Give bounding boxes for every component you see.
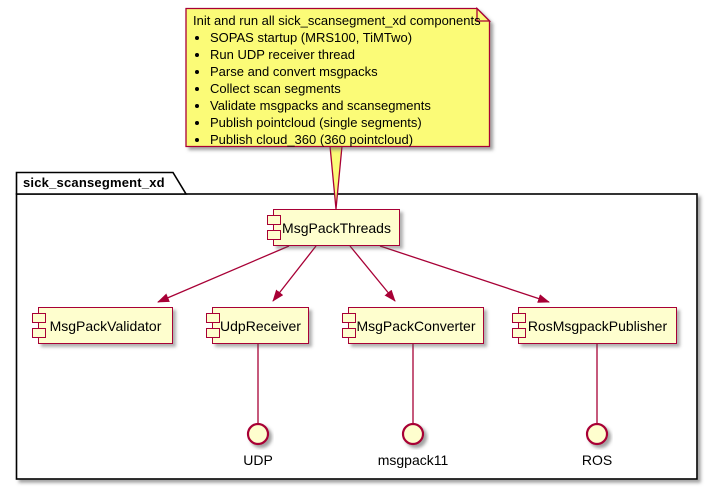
note: Init and run all sick_scansegment_xd com… [186, 8, 490, 148]
arrow-threads-to-publisher [379, 245, 550, 303]
note-bullet: Publish cloud_360 (360 pointcloud) [210, 131, 484, 148]
arrow-threads-to-validator [157, 245, 290, 303]
msgpack11-interface-label: msgpack11 [377, 452, 449, 468]
component-port-icon [342, 313, 356, 323]
note-bullet: Validate msgpacks and scansegments [210, 97, 484, 114]
udp-interface-label: UDP [243, 452, 273, 468]
ros-interface-circle [585, 422, 609, 446]
note-bullet: SOPAS startup (MRS100, TiMTwo) [210, 29, 484, 46]
component-port-icon [206, 313, 220, 323]
note-bullet: Parse and convert msgpacks [210, 63, 484, 80]
component-ros-msgpack-publisher: RosMsgpackPublisher [512, 307, 677, 344]
note-bullet: Run UDP receiver thread [210, 46, 484, 63]
udp-interface-circle [246, 422, 270, 446]
component-port-icon [32, 313, 46, 323]
msgpack11-interface-circle [401, 422, 425, 446]
component-label: RosMsgpackPublisher [527, 317, 668, 334]
component-msgpack-threads: MsgPackThreads [267, 209, 400, 246]
component-port-icon [267, 230, 281, 240]
component-port-icon [32, 328, 46, 338]
component-port-icon [512, 313, 526, 323]
component-port-icon [206, 328, 220, 338]
note-bullet: Collect scan segments [210, 80, 484, 97]
arrow-threads-to-converter [349, 245, 396, 302]
note-shape [185, 7, 491, 148]
arrow-threads-to-udp-receiver [272, 245, 317, 302]
component-udp-receiver: UdpReceiver [206, 307, 309, 344]
component-port-icon [267, 215, 281, 225]
note-title: Init and run all sick_scansegment_xd com… [193, 13, 481, 28]
component-msgpack-validator: MsgPackValidator [32, 307, 173, 344]
frame-title: sick_scansegment_xd [23, 175, 165, 190]
component-port-icon [512, 328, 526, 338]
component-label: UdpReceiver [220, 317, 301, 334]
component-label: MsgPackValidator [49, 317, 162, 334]
component-port-icon [342, 328, 356, 338]
component-label: MsgPackConverter [356, 317, 476, 334]
note-bullet: Publish pointcloud (single segments) [210, 114, 484, 131]
note-bullet-list: SOPAS startup (MRS100, TiMTwo) Run UDP r… [193, 29, 484, 148]
ros-interface-label: ROS [581, 452, 613, 468]
component-label: MsgPackThreads [282, 219, 391, 236]
component-msgpack-converter: MsgPackConverter [342, 307, 484, 344]
note-fold-icon [476, 6, 492, 22]
frame-tab [15, 171, 188, 195]
